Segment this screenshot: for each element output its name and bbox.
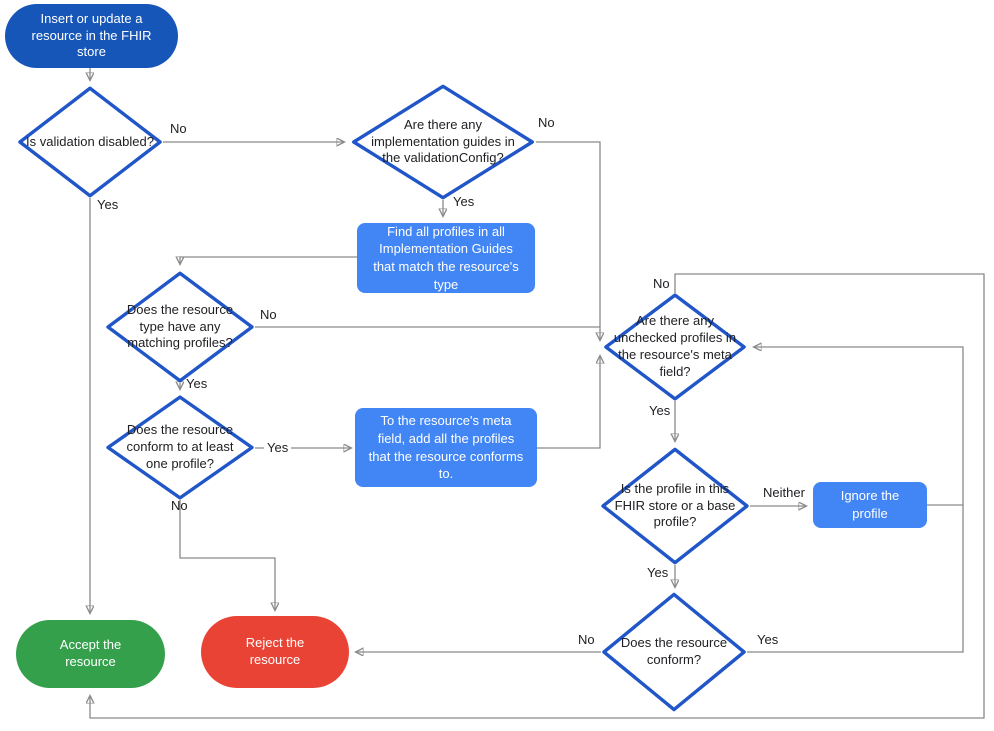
process-ignore-profile: Ignore the profile <box>813 482 927 528</box>
diamond-shape-icon <box>105 271 255 383</box>
edge-label-resource-conforms-yes: Yes <box>757 632 779 647</box>
process-find-profiles: Find all profiles in all Implementation … <box>357 223 535 293</box>
edge-label-matching-no: No <box>260 307 277 322</box>
diamond-shape-icon <box>105 395 255 500</box>
terminal-accept: Accept the resource <box>16 620 165 688</box>
diamond-shape-icon <box>601 592 747 712</box>
decision-conforms-one-profile: Does the resource conform to at least on… <box>105 395 255 500</box>
process-label: Ignore the profile <box>840 488 900 521</box>
diamond-shape-icon <box>603 293 747 401</box>
process-label: Find all profiles in all Implementation … <box>373 223 519 292</box>
decision-label: Does the resource conform? <box>620 635 728 667</box>
decision-implementation-guides: Are there any implementation guides in t… <box>350 84 536 200</box>
diamond-shape-icon <box>350 84 536 200</box>
edge-label-unchecked-yes: Yes <box>649 403 671 418</box>
decision-label: Is the profile in this FHIR store or a b… <box>614 480 736 530</box>
decision-label: Does the resource conform to at least on… <box>126 422 234 471</box>
edge-label-conforms-one-no: No <box>171 498 188 513</box>
edge-label-matching-yes: Yes <box>186 376 208 391</box>
decision-label: Are there any unchecked profiles in the … <box>613 313 737 379</box>
edge-label-profile-store-neither: Neither <box>763 485 805 500</box>
edge-label-conforms-one-yes: Yes <box>264 440 292 455</box>
start-node-label: Insert or update a resource in the FHIR … <box>31 10 152 60</box>
edge-label-guides-yes: Yes <box>453 194 475 209</box>
edge-label-unchecked-no: No <box>653 276 670 291</box>
edge-label-validation-no: No <box>170 121 187 136</box>
process-label: To the resource's meta field, add all th… <box>368 413 524 482</box>
edge-label-resource-conforms-no: No <box>578 632 595 647</box>
edge-label-profile-store-yes: Yes <box>647 565 669 580</box>
terminal-label: Accept the resource <box>59 637 122 669</box>
terminal-reject: Reject the resource <box>201 616 349 688</box>
decision-unchecked-profiles: Are there any unchecked profiles in the … <box>603 293 747 401</box>
decision-label: Is validation disabled? <box>26 133 154 149</box>
decision-validation-disabled: Is validation disabled? <box>17 86 163 198</box>
decision-matching-profiles: Does the resource type have any matching… <box>105 271 255 383</box>
decision-profile-in-store: Is the profile in this FHIR store or a b… <box>600 447 750 565</box>
diamond-shape-icon <box>17 86 163 198</box>
start-node: Insert or update a resource in the FHIR … <box>5 4 178 68</box>
decision-label: Are there any implementation guides in t… <box>371 116 515 166</box>
decision-resource-conforms: Does the resource conform? <box>601 592 747 712</box>
edge-label-validation-yes: Yes <box>97 197 119 212</box>
edge-label-guides-no: No <box>538 115 555 130</box>
terminal-label: Reject the resource <box>245 635 305 667</box>
process-add-profiles-to-meta: To the resource's meta field, add all th… <box>355 408 537 487</box>
decision-label: Does the resource type have any matching… <box>126 301 234 351</box>
diamond-shape-icon <box>600 447 750 565</box>
